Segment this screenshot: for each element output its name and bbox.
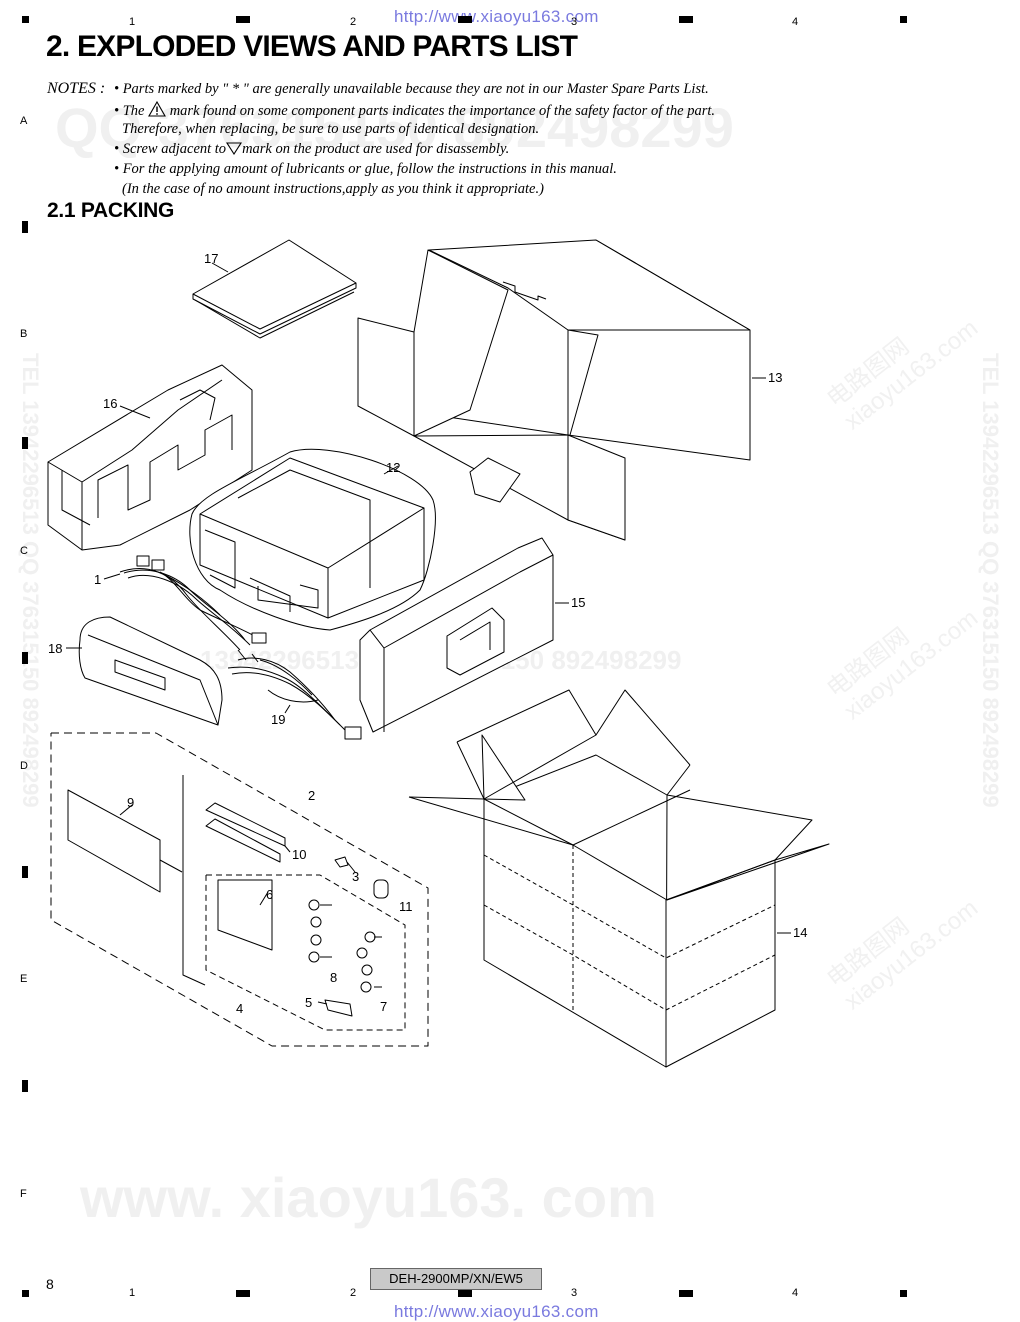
column-number-2: 2: [350, 16, 357, 28]
model-number-badge: DEH-2900MP/XN/EW5: [370, 1268, 542, 1290]
screw-set-7: [356, 931, 382, 993]
header-url[interactable]: http://www.xiaoyu163.com: [394, 7, 599, 26]
note-line-4: • Screw adjacent to mark on the product a…: [114, 141, 509, 158]
note-line-2-end: mark found on some component parts indic…: [169, 103, 715, 119]
corner-mark-tl: [22, 16, 29, 23]
page-number: 8: [46, 1276, 54, 1292]
column-number-3-bottom: 3: [571, 1287, 578, 1299]
note-line-2: • The mark found on some component parts…: [114, 100, 715, 120]
accessory-group: [50, 732, 429, 1047]
corner-mark-br: [900, 1290, 907, 1297]
column-mark: [458, 1290, 472, 1297]
row-letter-c: C: [20, 545, 28, 557]
row-letter-d: D: [20, 760, 28, 772]
footer-url[interactable]: http://www.xiaoyu163.com: [394, 1302, 599, 1321]
extraction-keys-10: [205, 802, 291, 863]
outer-carton-14: [408, 689, 830, 1068]
row-mark: [22, 652, 28, 664]
callout-7: 7: [380, 999, 388, 1014]
row-letter-e: E: [20, 973, 28, 985]
callout-6: 6: [266, 887, 274, 902]
page-title: 2. EXPLODED VIEWS AND PARTS LIST: [46, 30, 578, 63]
main-unit-12: [189, 448, 436, 631]
callout-1: 1: [94, 572, 102, 587]
row-mark: [22, 437, 28, 449]
corner-mark-tr: [900, 16, 907, 23]
callout-16: 16: [103, 396, 118, 411]
row-letter-f: F: [20, 1188, 27, 1200]
callout-4: 4: [236, 1001, 244, 1016]
callout-12: 12: [386, 460, 401, 475]
row-mark: [22, 1080, 28, 1092]
callout-10: 10: [292, 847, 307, 862]
column-number-1-bottom: 1: [129, 1287, 136, 1299]
column-mark: [679, 16, 693, 23]
foam-cushion-16: [47, 364, 253, 551]
hardware-parts: [308, 856, 389, 1017]
column-number-2-bottom: 2: [350, 1287, 357, 1299]
callout-15: 15: [571, 595, 586, 610]
screw-set-8: [308, 899, 332, 963]
column-number-3: 3: [571, 16, 578, 28]
watermark-bottom: www. xiaoyu163. com: [80, 1166, 657, 1229]
callout-13: 13: [768, 370, 783, 385]
disassembly-triangle-icon: [226, 142, 243, 156]
column-mark: [458, 16, 472, 23]
callout-5: 5: [305, 995, 313, 1010]
callout-17: 17: [204, 251, 219, 266]
panel-case-18: [66, 616, 223, 726]
notes-label: NOTES :: [47, 80, 106, 97]
callout-8: 8: [330, 970, 338, 985]
note-line-4-start: • Screw adjacent to: [114, 141, 227, 157]
note-line-6: (In the case of no amount instructions,a…: [122, 181, 544, 197]
owners-manual-17: [192, 239, 357, 339]
foam-cushion-15: [359, 537, 569, 733]
callout-3: 3: [352, 869, 360, 884]
note-line-3: Therefore, when replacing, be sure to us…: [122, 121, 540, 137]
speaker-cord-19: [227, 649, 362, 740]
column-number-4: 4: [792, 16, 799, 28]
row-mark: [22, 221, 28, 233]
note-line-5: • For the applying amount of lubricants …: [114, 161, 617, 177]
row-letter-b: B: [20, 328, 28, 340]
callout-9: 9: [127, 795, 135, 810]
carton-sleeve-13: [357, 239, 766, 541]
corner-mark-bl: [22, 1290, 29, 1297]
callout-18: 18: [48, 641, 63, 656]
callout-19: 19: [271, 712, 286, 727]
column-mark: [679, 1290, 693, 1297]
watermark-top: QQ 376315150 892498299: [55, 96, 734, 159]
note-line-4-end: mark on the product are used for disasse…: [242, 141, 510, 157]
warning-triangle-icon: [148, 100, 167, 117]
row-mark: [22, 866, 28, 878]
column-number-1: 1: [129, 16, 136, 28]
note-line-1: • Parts marked by " * " are generally un…: [114, 81, 709, 97]
column-mark: [236, 1290, 250, 1297]
row-letter-a: A: [20, 115, 28, 127]
note-line-2-start: • The: [114, 103, 145, 119]
column-number-4-bottom: 4: [792, 1287, 799, 1299]
section-title: 2.1 PACKING: [47, 199, 175, 222]
callout-14: 14: [793, 925, 808, 940]
callout-2: 2: [308, 788, 316, 803]
power-cord-1: [103, 555, 267, 651]
callout-11: 11: [399, 899, 413, 914]
column-mark: [236, 16, 250, 23]
